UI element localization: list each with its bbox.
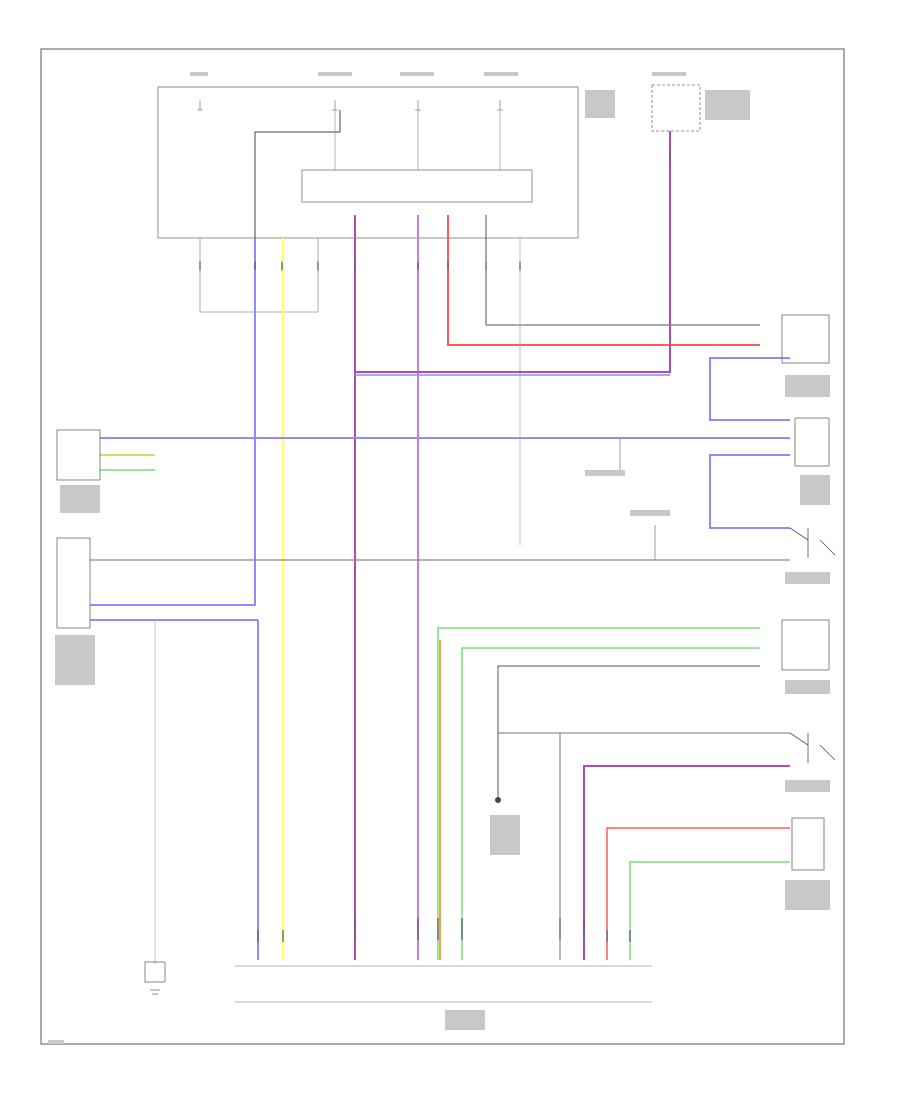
label-placeholders (48, 72, 830, 1044)
right-connector-3 (781, 619, 830, 671)
ground-icon (495, 797, 501, 803)
left-connector-lower (56, 537, 91, 629)
junction-block (157, 86, 579, 239)
left-connector-upper (56, 429, 101, 481)
wire-blue-1 (90, 238, 256, 606)
diagram-frame (40, 48, 845, 1045)
right-connector-4 (791, 817, 825, 871)
ground-icon (144, 961, 166, 995)
wire-black-top (485, 215, 760, 326)
lower-switch-icon (789, 732, 836, 763)
right-relay-1 (781, 314, 830, 364)
ground-loop (199, 238, 319, 313)
door-switch-icon (789, 527, 836, 558)
wire-blue-right-loop2 (709, 454, 790, 529)
wire-red-lower (606, 827, 790, 960)
wire-markers (199, 150, 671, 942)
bottom-connector-bar (235, 965, 652, 1003)
wire-blue-right-loop (709, 357, 790, 421)
right-connector-2 (794, 417, 830, 467)
wire-green-1 (437, 627, 760, 960)
wire-red-top (447, 215, 760, 346)
upper-right-fuse-box (651, 84, 701, 132)
connector-pins-top (199, 260, 521, 272)
wire-black-lower (497, 665, 760, 800)
wire-green-lower (629, 861, 790, 960)
wire-green-2 (461, 647, 760, 960)
wire-purple-right (355, 131, 671, 373)
relay-box (301, 169, 533, 203)
fuse-icon (197, 100, 503, 111)
wire-purple-lower (583, 765, 790, 960)
